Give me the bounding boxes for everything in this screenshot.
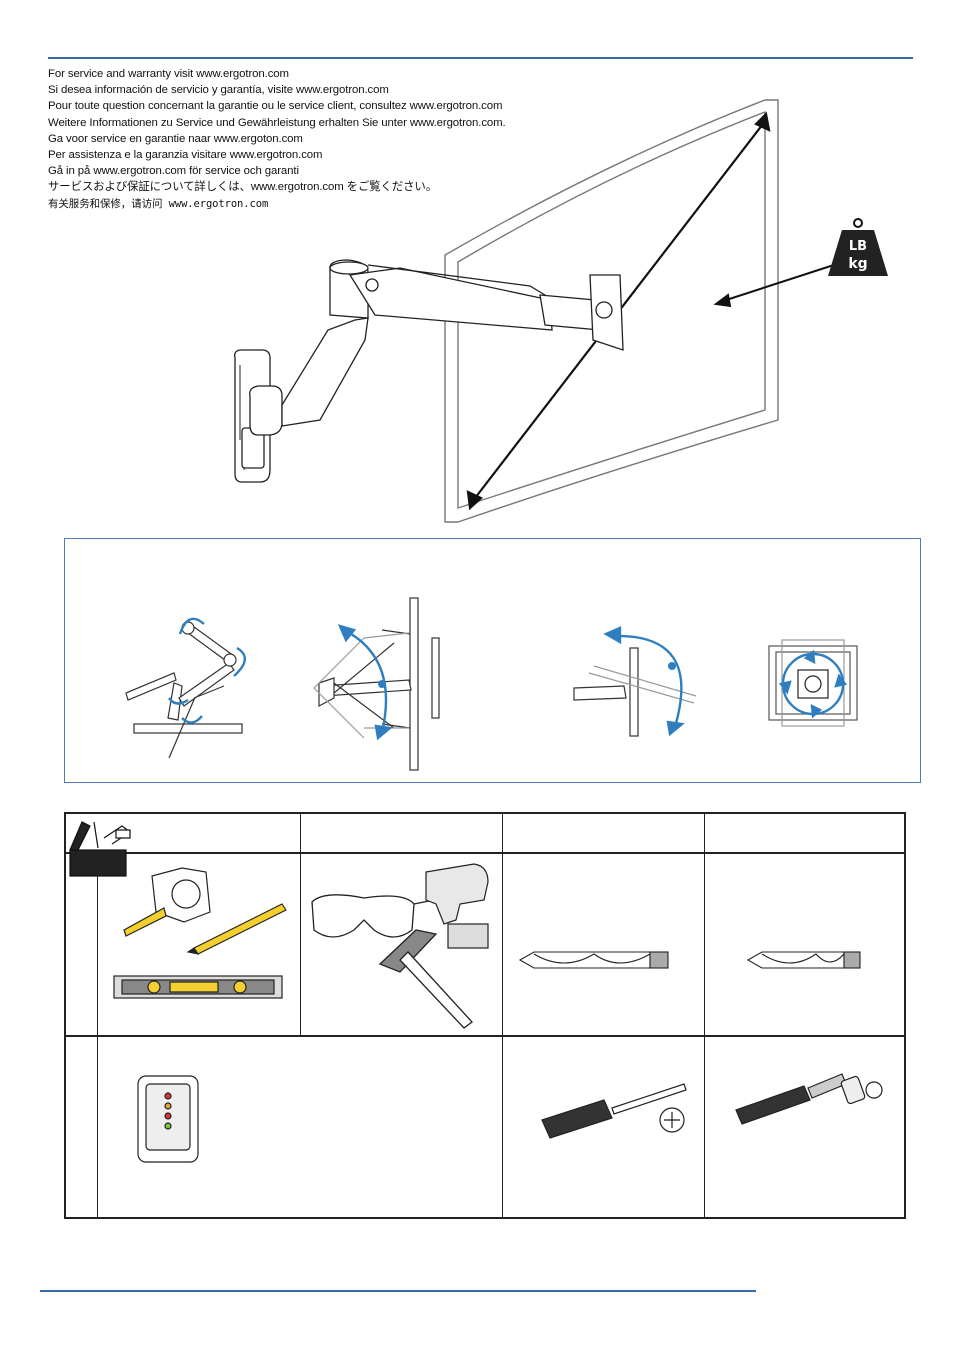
level-icon (113, 975, 283, 999)
tools-illustrations (69, 821, 883, 1163)
adjustments-panel (64, 538, 921, 783)
table-col-divider-1 (300, 814, 301, 1037)
service-line-sv: Gå in på www.ergotron.com för service oc… (48, 165, 299, 178)
pan-icon (573, 647, 697, 737)
tilt-arrow (337, 624, 393, 741)
weight-arrow (713, 262, 841, 308)
service-line-de: Weitere Informationen zu Service und Gew… (48, 116, 506, 129)
stud-finder-icon (137, 1075, 199, 1163)
service-line-zh: 有关服务和保修，请访问 www.ergotron.com (48, 197, 269, 210)
monitor-outline (444, 99, 779, 523)
table-col-divider-3 (704, 814, 705, 1219)
service-line-it: Per assistenza e la garanzia visitare ww… (48, 149, 323, 162)
service-line-fr: Pour toute question concernant la garant… (48, 100, 503, 113)
drill-bit-long-icon (518, 951, 669, 969)
service-line-nl: Ga voor service en garantie naar www.erg… (48, 132, 303, 145)
top-rule (48, 57, 913, 59)
tape-measure-icon (123, 867, 211, 937)
service-line-ja: サービスおよび保証について詳しくは、www.ergotron.com をご覧くだ… (48, 181, 438, 194)
tools-table (64, 812, 906, 1219)
arm-segments (249, 259, 624, 436)
monitor-arm-illustration: LB kg (234, 99, 888, 523)
pan-arrow (603, 626, 685, 737)
socket-wrench-icon (735, 1073, 883, 1125)
table-col-divider-2 (502, 814, 503, 1219)
adjustment-illustrations (125, 597, 858, 771)
weight-badge-kg: kg (848, 256, 867, 272)
toolbox-icon (69, 821, 132, 877)
service-warranty-text: For service and warranty visit www.ergot… (48, 66, 506, 212)
arm-lift-icon (125, 621, 243, 759)
pencil-icon (186, 903, 287, 955)
table-col-divider-0 (97, 852, 98, 1219)
drill-icon (425, 863, 489, 949)
service-line-en: For service and warranty visit www.ergot… (48, 68, 289, 80)
table-header-divider (66, 852, 904, 854)
bottom-rule (40, 1290, 756, 1292)
service-line-es: Si desea información de servicio y garan… (48, 84, 389, 97)
rotate-arrow (778, 649, 848, 719)
weight-badge-lb: LB (849, 239, 867, 254)
weight-icon: LB kg (828, 218, 888, 276)
drill-bit-short-icon (746, 951, 861, 969)
hammer-icon (378, 929, 473, 1029)
arm-lift-arrows (168, 617, 246, 724)
phillips-screwdriver-icon (541, 1083, 687, 1139)
table-row-divider (66, 1035, 904, 1037)
tilt-icon (313, 597, 440, 771)
